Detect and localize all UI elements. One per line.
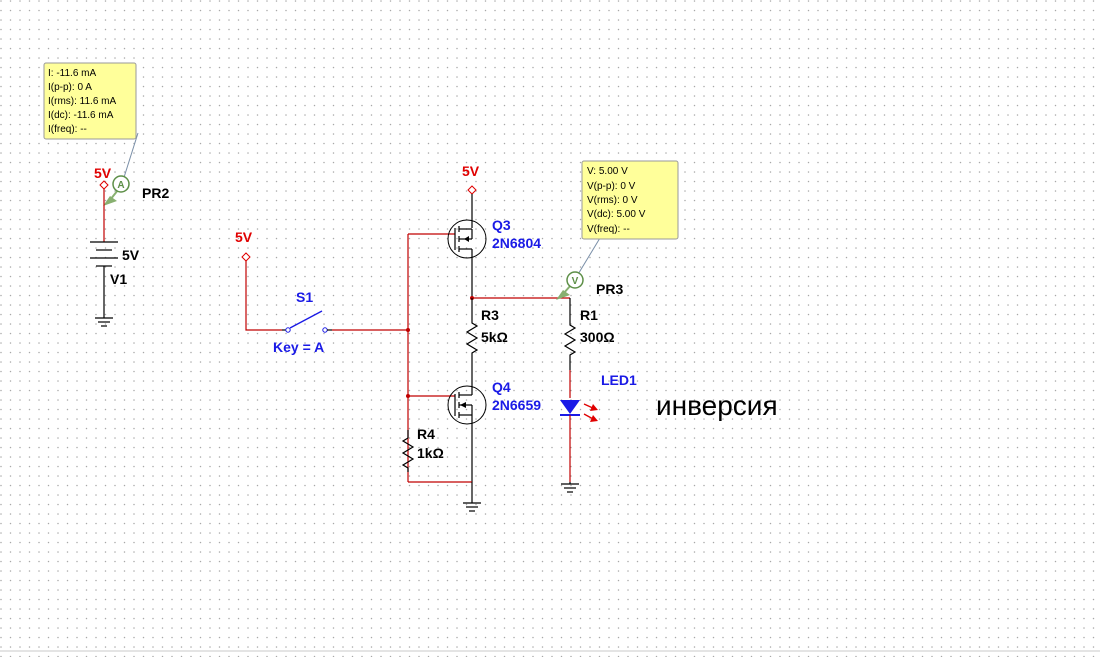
probe-pr3-readout-box: [581, 160, 679, 240]
junction-dot: [406, 394, 410, 398]
transistor-q3[interactable]: 5V Q3 2N6804: [454, 163, 541, 298]
probe-pr2-line: I: -11.6 mA: [48, 68, 96, 79]
probe-pr3-line: V(dc): 5.00 V: [587, 209, 646, 220]
resistor-r1[interactable]: R1 300Ω: [563, 307, 615, 370]
q3-part: 2N6804: [492, 235, 541, 251]
v1-value: 5V: [122, 247, 140, 263]
resistor-r4[interactable]: R4 1kΩ: [401, 426, 444, 472]
s1-key: Key = A: [273, 339, 324, 355]
r3-value: 5kΩ: [481, 329, 508, 345]
ground-icon: [463, 502, 481, 512]
switch-contact: [285, 327, 291, 333]
ground-icon: [95, 317, 113, 327]
probe-pr3-leader: [576, 237, 601, 277]
probe-pr2-tip: [103, 196, 117, 206]
probe-pr2-line: I(dc): -11.6 mA: [48, 110, 114, 121]
resistor-zigzag-icon: [563, 322, 577, 370]
ground-icon: [561, 483, 579, 493]
q4-arrow-icon: [460, 402, 466, 408]
led1-ref: LED1: [601, 372, 637, 388]
junction-dot: [406, 328, 410, 332]
q3-body: [447, 219, 487, 259]
r3-ref: R3: [481, 307, 499, 323]
r1-ref: R1: [580, 307, 598, 323]
led-diode-icon: [560, 400, 580, 414]
probe-pr3-line: V(rms): 0 V: [587, 195, 638, 206]
probe-pr3-line: V(freq): --: [587, 224, 630, 235]
r4-value: 1kΩ: [417, 445, 444, 461]
light-emission-icon: [583, 403, 598, 422]
gate-bus-wiring: [332, 233, 455, 482]
probe-pr3[interactable]: V: 5.00 V V(p-p): 0 V V(rms): 0 V V(dc):…: [556, 160, 679, 300]
net-label-5v: 5V: [94, 165, 112, 181]
probe-pr2-line: I(freq): --: [48, 124, 87, 135]
net-label-5v: 5V: [462, 163, 480, 179]
probe-pr2[interactable]: I: -11.6 mA I(p-p): 0 A I(rms): 11.6 mA …: [43, 62, 169, 206]
supply-v1[interactable]: 5V 5V V1: [90, 165, 140, 327]
switch-blade: [289, 310, 323, 329]
switch-s1[interactable]: 5V S1 Key = A: [235, 229, 332, 355]
v1-ref: V1: [110, 271, 127, 287]
annotation-text: инверсия: [656, 390, 778, 421]
q3-ref: Q3: [492, 217, 511, 233]
led-led1[interactable]: LED1: [560, 370, 637, 493]
probe-pr2-readout-box: [43, 62, 137, 140]
ammeter-symbol: A: [117, 180, 124, 191]
probe-pr3-line: V: 5.00 V: [587, 166, 628, 177]
q4-body: [447, 385, 487, 425]
transistor-q4[interactable]: Q4 2N6659: [447, 370, 541, 482]
r4-ref: R4: [417, 426, 435, 442]
net-label-5v: 5V: [235, 229, 253, 245]
q4-part: 2N6659: [492, 397, 541, 413]
ammeter-icon: [112, 175, 130, 193]
output-node-wiring: [470, 296, 571, 322]
probe-pr2-stem: [109, 189, 119, 201]
probe-pr2-line: I(rms): 11.6 mA: [48, 96, 116, 107]
q3-arrow-icon: [464, 236, 469, 242]
probe-pr3-name: PR3: [596, 281, 623, 297]
switch-contact: [322, 327, 328, 333]
wire: [245, 261, 282, 331]
probe-pr2-line: I(p-p): 0 A: [48, 82, 92, 93]
resistor-zigzag-icon: [401, 437, 415, 472]
resistor-r3[interactable]: R3 5kΩ: [465, 307, 508, 370]
voltmeter-icon: [566, 271, 584, 289]
voltmeter-symbol: V: [572, 276, 579, 287]
q4-ref: Q4: [492, 379, 511, 395]
probe-pr3-line: V(p-p): 0 V: [587, 181, 636, 192]
ground-wiring: [408, 481, 481, 512]
s1-ref: S1: [296, 289, 313, 305]
r1-value: 300Ω: [580, 329, 615, 345]
probe-pr3-tip: [556, 290, 570, 300]
resistor-zigzag-icon: [465, 320, 479, 370]
probe-pr2-name: PR2: [142, 185, 169, 201]
